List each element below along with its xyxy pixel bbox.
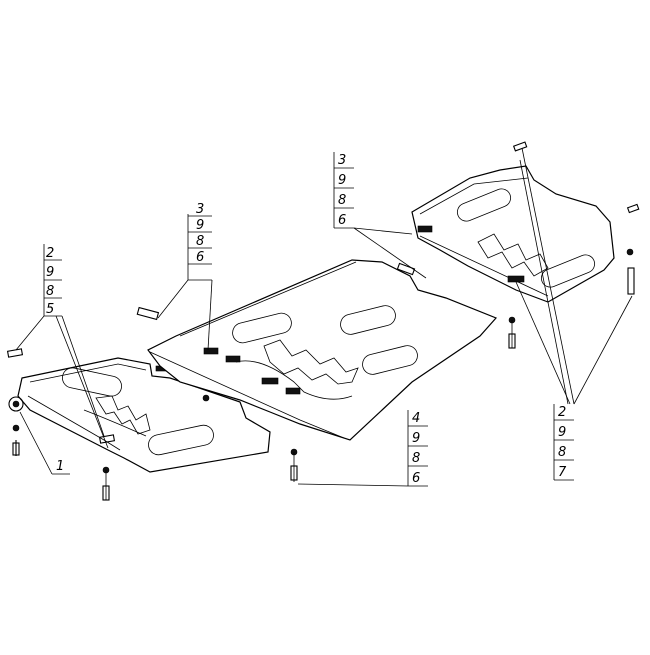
left-skid-plate [6,348,271,501]
callout-label: 6 [338,213,346,228]
callout-top-center: 3 9 8 6 [157,202,213,351]
callout-label: 9 [46,265,54,280]
right-skid-plate [411,141,640,349]
callout-left-plate: 2 9 8 5 [15,244,109,449]
callout-label: 1 [56,459,64,474]
callout-label: 7 [558,465,567,480]
callout-label: 6 [412,471,420,486]
callout-label: 8 [412,451,420,466]
callout-label: 8 [338,193,346,208]
callout-label: 8 [558,445,566,460]
callout-label: 3 [338,153,346,168]
callout-label: 8 [46,284,54,299]
callout-bottom-right: 2 9 8 7 [515,147,633,481]
center-skid-plate [136,259,498,482]
callout-label: 2 [46,246,54,261]
callout-label: 9 [558,425,566,440]
callout-label: 2 [558,405,566,420]
callout-label: 9 [412,431,420,446]
callout-bottom-center: 4 9 8 6 [297,410,428,487]
callout-label: 5 [46,302,54,317]
callout-label: 3 [196,202,204,217]
callout-label: 8 [196,234,204,249]
callout-label: 9 [338,173,346,188]
callout-label: 4 [412,411,420,426]
callout-top-right: 3 9 8 6 [333,152,427,279]
callout-left-bottom: 1 [19,411,70,475]
callout-label: 9 [196,218,204,233]
callout-label: 6 [196,250,204,265]
